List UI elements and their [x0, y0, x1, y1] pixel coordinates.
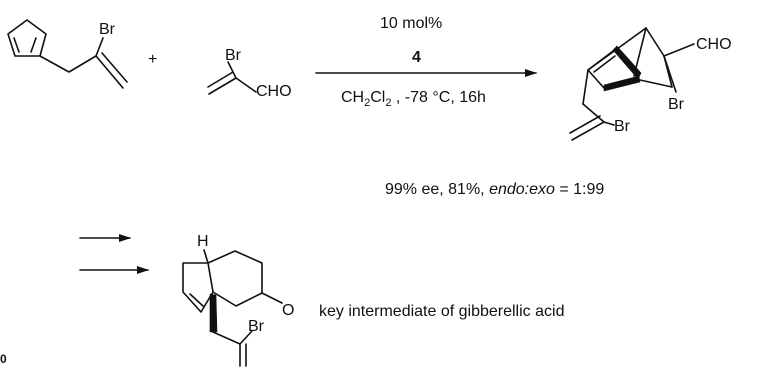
reactant2-cho-label: CHO	[256, 83, 292, 100]
product-br-chain-label: Br	[614, 118, 631, 135]
key-intermediate-structure: H O Br	[182, 233, 294, 367]
product-norbornene: CHO Br Br	[569, 27, 732, 141]
product-cho-label: CHO	[696, 36, 732, 53]
reactant-bromoacrolein: Br CHO	[207, 47, 292, 100]
corner-label: 0	[0, 352, 7, 366]
reactant-cyclopentadiene: Br	[7, 19, 128, 89]
reaction-conditions: CH2Cl2 , -78 °C, 16h	[341, 89, 486, 109]
reactant1-br-label: Br	[99, 21, 116, 38]
intermediate-h-label: H	[197, 233, 209, 250]
catalyst-loading: 10 mol%	[380, 15, 442, 32]
reactant2-br-label: Br	[225, 47, 242, 64]
product-br-ring-label: Br	[668, 96, 685, 113]
reaction-outcome: 99% ee, 81%, endo:exo = 1:99	[385, 181, 604, 198]
catalyst-number: 4	[412, 49, 421, 66]
intermediate-caption: key intermediate of gibberellic acid	[319, 303, 564, 320]
intermediate-br-label: Br	[248, 318, 265, 335]
intermediate-o-label: O	[282, 302, 294, 319]
plus-sign: +	[148, 51, 157, 68]
